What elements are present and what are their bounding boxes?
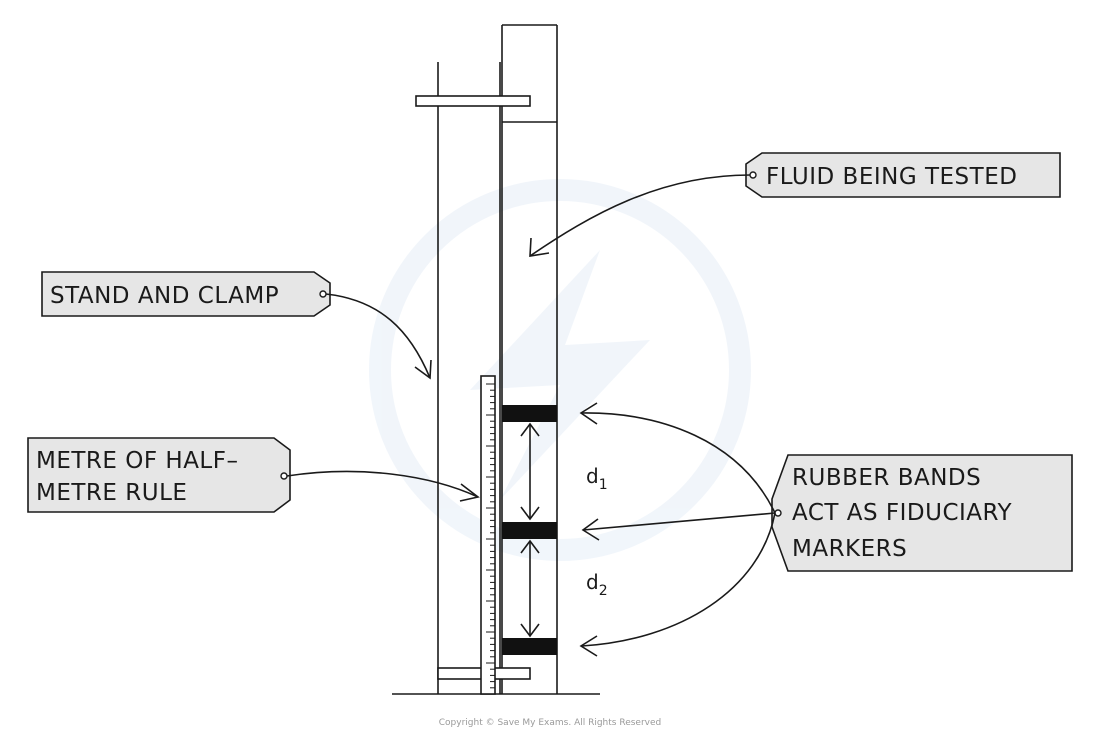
metre-label-line2: METRE RULE — [36, 480, 187, 506]
rubber-tag: RUBBER BANDS ACT AS FIDUCIARY MARKERS — [771, 454, 1073, 572]
fluid-pointer — [529, 174, 751, 257]
d2-label: d2 — [586, 570, 608, 599]
metre-pointer-head — [459, 483, 480, 502]
stand-tag: STAND AND CLAMP — [41, 271, 331, 317]
rubber-band-bottom — [502, 638, 557, 655]
metre-tag: METRE OF HALF– METRE RULE — [27, 437, 291, 513]
rubber-label-line1: RUBBER BANDS — [792, 465, 981, 491]
rubber-band-top — [502, 405, 557, 422]
d2-arrow — [520, 539, 540, 638]
rubber-label-line2: ACT AS FIDUCIARY — [792, 500, 1013, 526]
rubber-pointers — [579, 402, 776, 657]
tube — [501, 24, 558, 694]
metre-rule — [480, 375, 496, 695]
stand-label: STAND AND CLAMP — [50, 283, 279, 309]
fluid-pointer-head — [529, 237, 550, 257]
fluid-label: FLUID BEING TESTED — [766, 164, 1017, 190]
d1-label: d1 — [586, 464, 608, 493]
metre-pointer — [286, 470, 479, 498]
copyright-text: Copyright © Save My Exams. All Rights Re… — [439, 718, 661, 728]
top-clamp-bar — [415, 95, 531, 107]
d1-arrow — [520, 422, 540, 521]
metre-label-line1: METRE OF HALF– — [36, 448, 238, 474]
stand-rod — [437, 62, 501, 694]
rubber-label-line3: MARKERS — [792, 536, 907, 562]
rubber-band-middle — [502, 522, 557, 539]
rule-ticks — [486, 383, 495, 689]
stand-pointer — [325, 293, 431, 379]
watermark-logo — [369, 179, 751, 561]
fluid-tag: FLUID BEING TESTED — [745, 152, 1061, 198]
stand-pointer-head — [414, 359, 432, 380]
